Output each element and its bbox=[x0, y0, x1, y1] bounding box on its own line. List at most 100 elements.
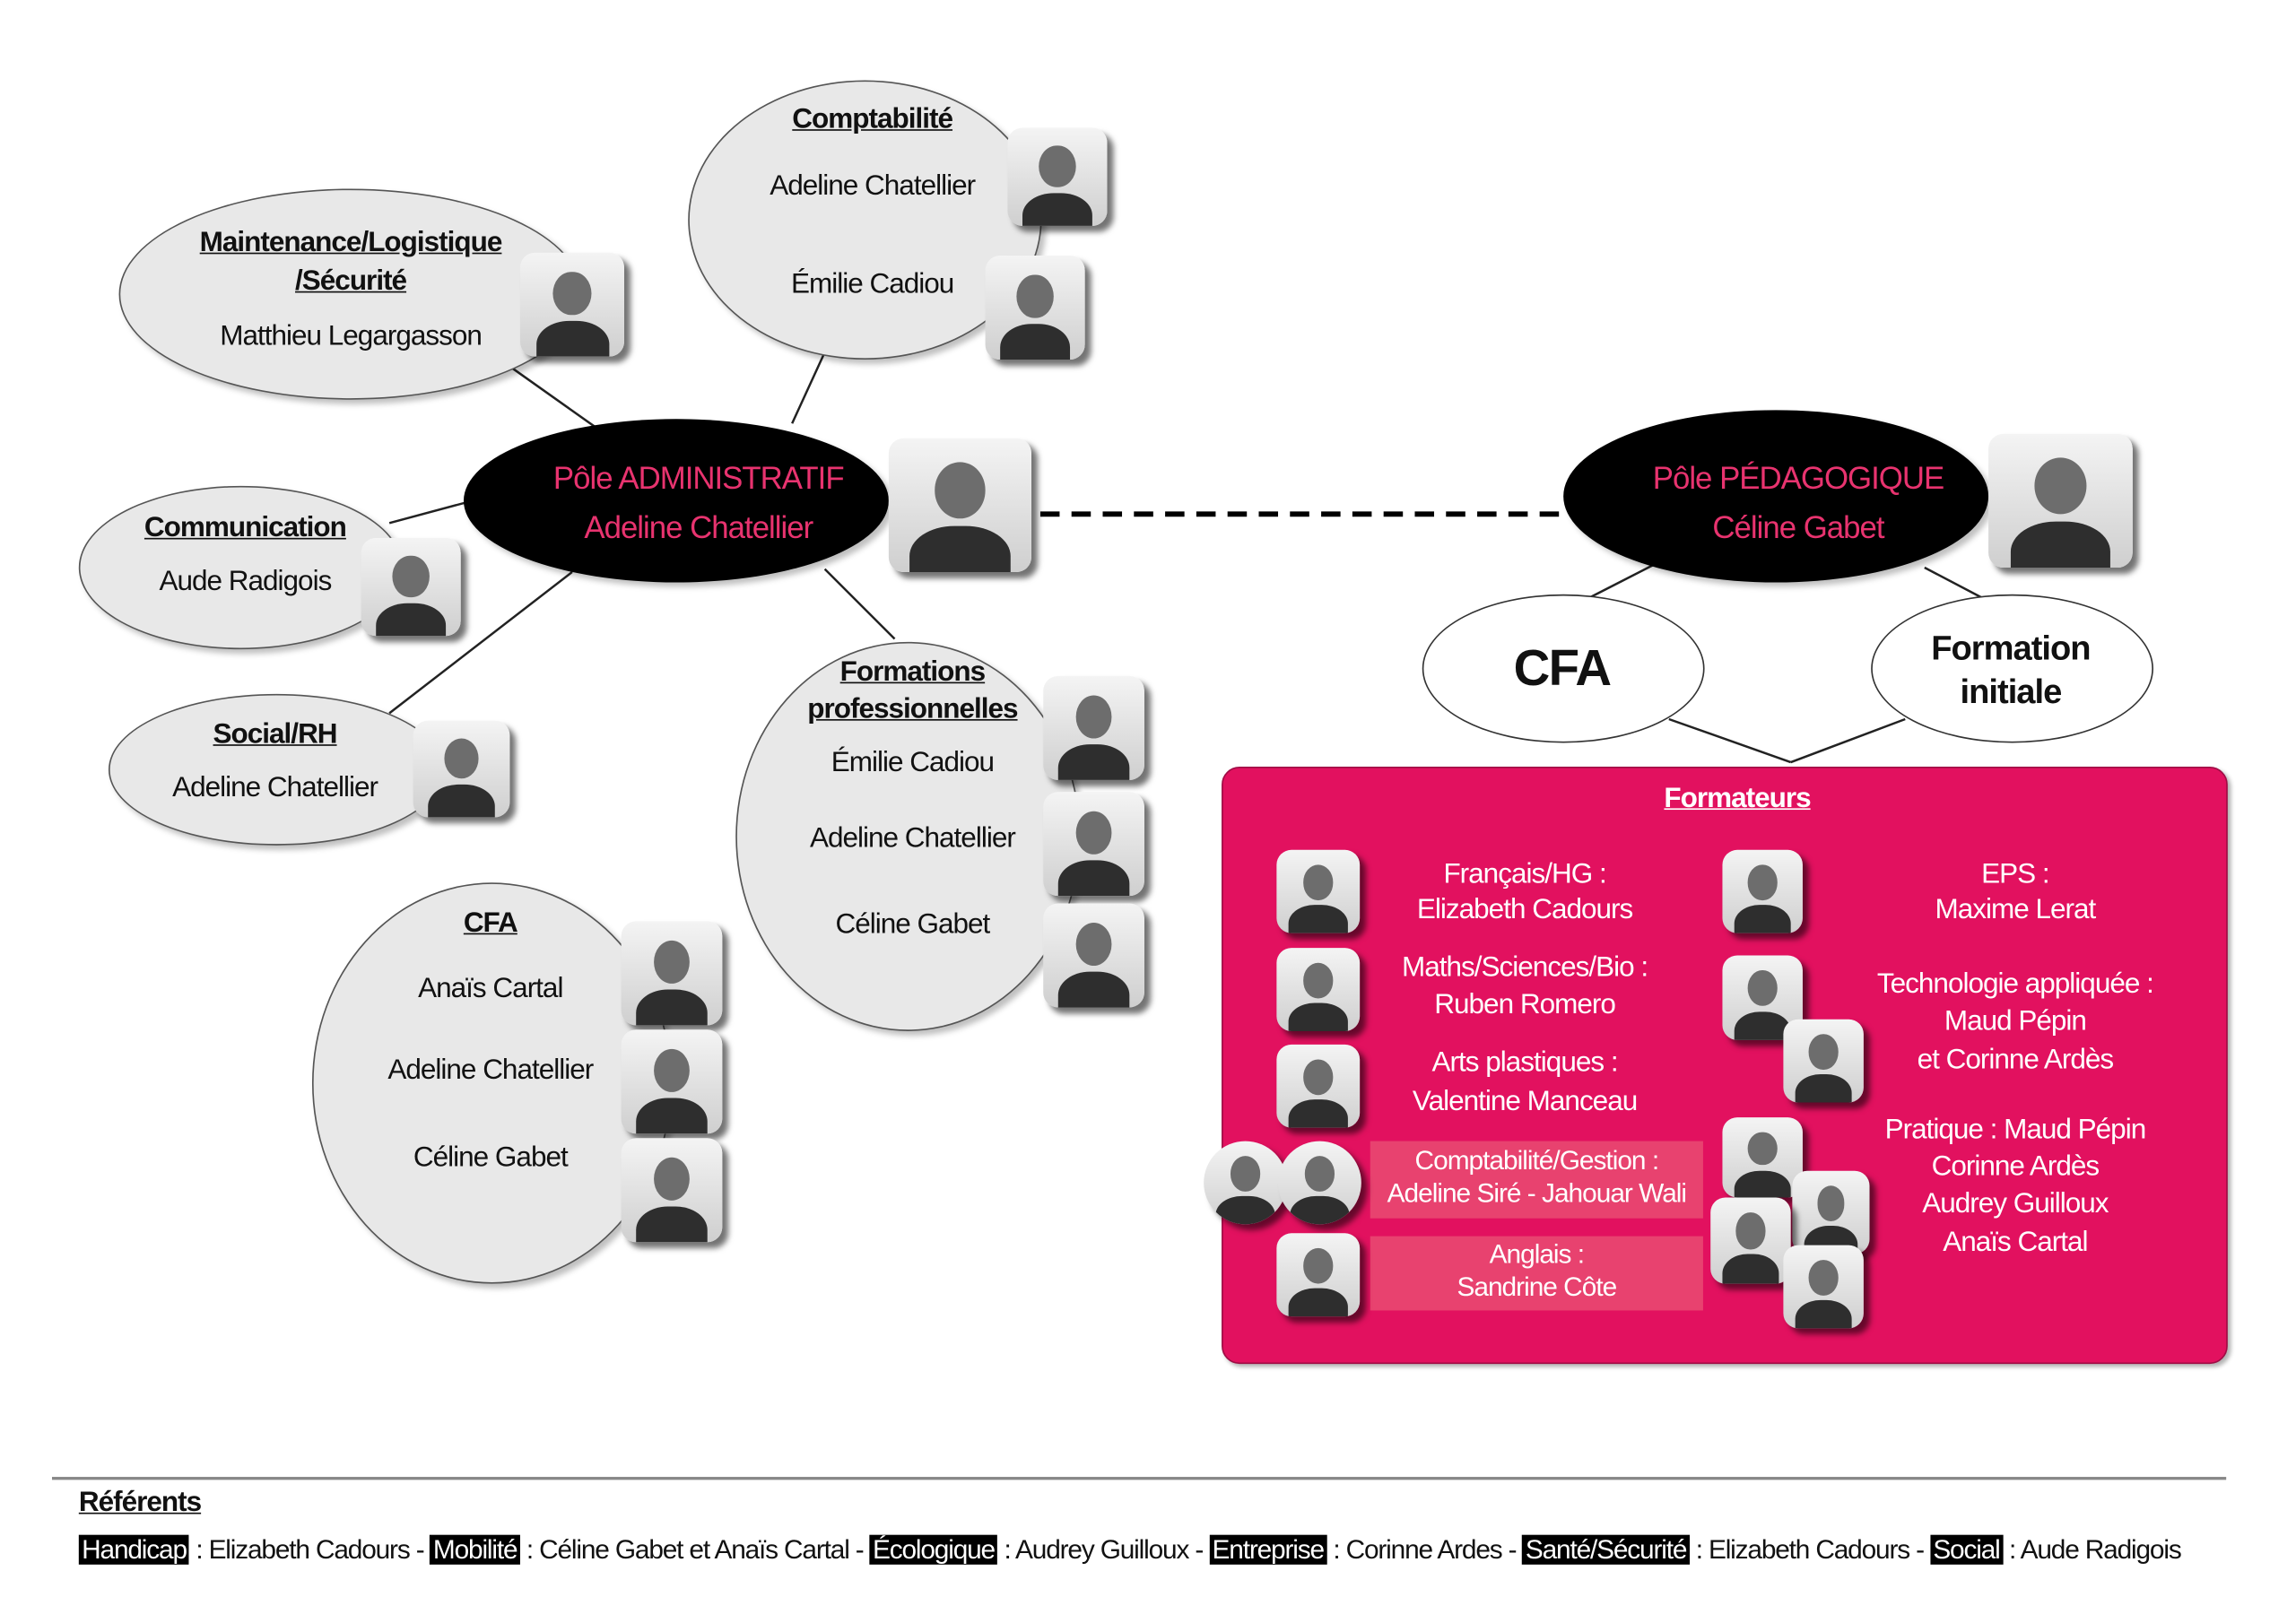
formation-initiale-label-2: initiale bbox=[1960, 671, 2063, 711]
formations-pro-title-2: professionnelles bbox=[807, 693, 1018, 725]
member-name: Anaïs Cartal bbox=[418, 973, 563, 1005]
pedagogical-pole-head: Céline Gabet bbox=[1712, 511, 1884, 546]
maintenance-title-2: /Sécurité bbox=[295, 265, 407, 298]
social-rh-bubble bbox=[108, 693, 445, 846]
referents-list: Handicap : Elizabeth Cadours - Mobilité … bbox=[78, 1534, 2182, 1567]
member-name: Céline Gabet bbox=[413, 1142, 569, 1175]
formations-pro-bubble bbox=[735, 641, 1081, 1031]
teacher-names: Adeline Siré - Jahouar Wali bbox=[1387, 1178, 1687, 1209]
teacher-photo bbox=[1276, 849, 1361, 933]
referent-text: : Aude Radigois bbox=[2002, 1534, 2182, 1565]
comptabilite-bubble bbox=[688, 80, 1042, 360]
referent-tag: Social bbox=[1930, 1534, 2003, 1565]
subject-label: Anglais : bbox=[1489, 1238, 1585, 1270]
divider bbox=[51, 1477, 2227, 1480]
formations-pro-title: Formations bbox=[839, 656, 986, 689]
pedagogical-pole-title: Pôle PÉDAGOGIQUE bbox=[1652, 462, 1944, 497]
member-photo bbox=[1043, 792, 1144, 897]
teacher-names: et Corinne Ardès bbox=[1917, 1044, 2115, 1076]
teacher-names: Valentine Manceau bbox=[1412, 1086, 1638, 1118]
teacher-names: Elizabeth Cadours bbox=[1416, 894, 1633, 926]
highlight-band bbox=[1370, 1141, 1703, 1219]
social-rh-title: Social/RH bbox=[213, 718, 338, 751]
member-name: Matthieu Legargasson bbox=[220, 320, 483, 352]
teacher-photo bbox=[1710, 1197, 1791, 1284]
subject-label: Pratique : Maud Pépin bbox=[1884, 1114, 2147, 1146]
pedagogical-pole-bubble bbox=[1563, 410, 1989, 583]
teacher-names: Corinne Ardès bbox=[1931, 1151, 2100, 1183]
referent-tag: Handicap bbox=[78, 1534, 190, 1565]
member-photo bbox=[1043, 675, 1144, 780]
line-formation-initiale bbox=[1924, 566, 1985, 600]
member-photo bbox=[621, 1029, 723, 1134]
line-cfa-formateurs bbox=[1668, 717, 1792, 764]
member-photo bbox=[985, 256, 1085, 360]
teacher-names: Sandrine Côte bbox=[1457, 1271, 1617, 1302]
highlight-band bbox=[1370, 1236, 1703, 1311]
member-name: Adeline Chatellier bbox=[809, 822, 1016, 855]
teacher-photo bbox=[1204, 1141, 1287, 1225]
referent-text: : Elizabeth Cadours - bbox=[1689, 1534, 1931, 1565]
member-photo bbox=[1043, 903, 1144, 1008]
line-formations bbox=[823, 568, 896, 640]
teacher-names: Audrey Guilloux bbox=[1922, 1188, 2109, 1220]
maintenance-bubble bbox=[118, 188, 583, 400]
communication-title: Communication bbox=[144, 512, 347, 544]
formateurs-title: Formateurs bbox=[1664, 783, 1811, 815]
referents-title: Référents bbox=[78, 1487, 202, 1519]
teacher-names: Maxime Lerat bbox=[1935, 894, 2096, 926]
member-photo bbox=[1007, 127, 1108, 226]
referent-text: : Corinne Ardes - bbox=[1326, 1534, 1523, 1565]
comptabilite-title: Comptabilité bbox=[792, 103, 953, 135]
pedagogical-head-photo bbox=[1988, 433, 2133, 568]
teacher-names: Maud Pépin bbox=[1944, 1005, 2087, 1037]
member-photo bbox=[519, 252, 624, 357]
line-social bbox=[388, 570, 573, 715]
referent-tag: Écologique bbox=[869, 1534, 998, 1565]
member-name: Adeline Chatellier bbox=[387, 1055, 594, 1087]
member-name: Aude Radigois bbox=[159, 566, 332, 598]
teacher-photo bbox=[1722, 1117, 1803, 1198]
cfa-title: CFA bbox=[463, 907, 518, 940]
formation-initiale-bubble bbox=[1871, 594, 2153, 743]
admin-pole-head: Adeline Chatellier bbox=[584, 511, 813, 546]
member-name: Adeline Chatellier bbox=[770, 170, 976, 203]
subject-label: Comptabilité/Gestion : bbox=[1414, 1145, 1660, 1176]
member-name: Adeline Chatellier bbox=[172, 772, 378, 804]
member-photo bbox=[621, 921, 723, 1026]
referent-text: : Céline Gabet et Anaïs Cartal - bbox=[519, 1534, 870, 1565]
formation-initiale-label: Formation bbox=[1931, 628, 2091, 667]
teacher-photo bbox=[1783, 1019, 1864, 1103]
member-photo bbox=[413, 720, 510, 818]
member-photo bbox=[361, 537, 461, 637]
cfa-bubble bbox=[311, 882, 672, 1284]
admin-pole-bubble bbox=[463, 419, 889, 583]
subject-label: Technologie appliquée : bbox=[1876, 968, 2154, 1001]
line-cfa bbox=[1589, 563, 1655, 599]
teacher-photo bbox=[1278, 1141, 1361, 1225]
line-maintenance bbox=[511, 367, 596, 428]
admin-head-photo bbox=[888, 438, 1031, 572]
teacher-photo bbox=[1276, 1044, 1361, 1128]
admin-pole-title: Pôle ADMINISTRATIF bbox=[552, 462, 845, 497]
communication-bubble bbox=[78, 485, 404, 650]
line-comptabilite bbox=[791, 352, 826, 424]
referent-text: : Audrey Guilloux - bbox=[997, 1534, 1210, 1565]
teacher-names: Anaïs Cartal bbox=[1943, 1227, 2088, 1259]
member-name: Céline Gabet bbox=[835, 909, 990, 941]
subject-label: Maths/Sciences/Bio : bbox=[1402, 952, 1648, 984]
subject-label: EPS : bbox=[1981, 858, 2050, 890]
referent-tag: Santé/Sécurité bbox=[1522, 1534, 1690, 1565]
teacher-photo bbox=[1792, 1170, 1870, 1254]
member-photo bbox=[621, 1138, 723, 1243]
teacher-photo bbox=[1783, 1245, 1864, 1329]
maintenance-title: Maintenance/Logistique bbox=[199, 227, 503, 259]
referent-tag: Entreprise bbox=[1209, 1534, 1327, 1565]
cfa-branch-label: CFA bbox=[1513, 640, 1612, 698]
line-communication bbox=[388, 499, 474, 525]
teacher-photo bbox=[1276, 948, 1361, 1031]
referent-tag: Mobilité bbox=[430, 1534, 520, 1565]
subject-label: Arts plastiques : bbox=[1431, 1047, 1619, 1079]
